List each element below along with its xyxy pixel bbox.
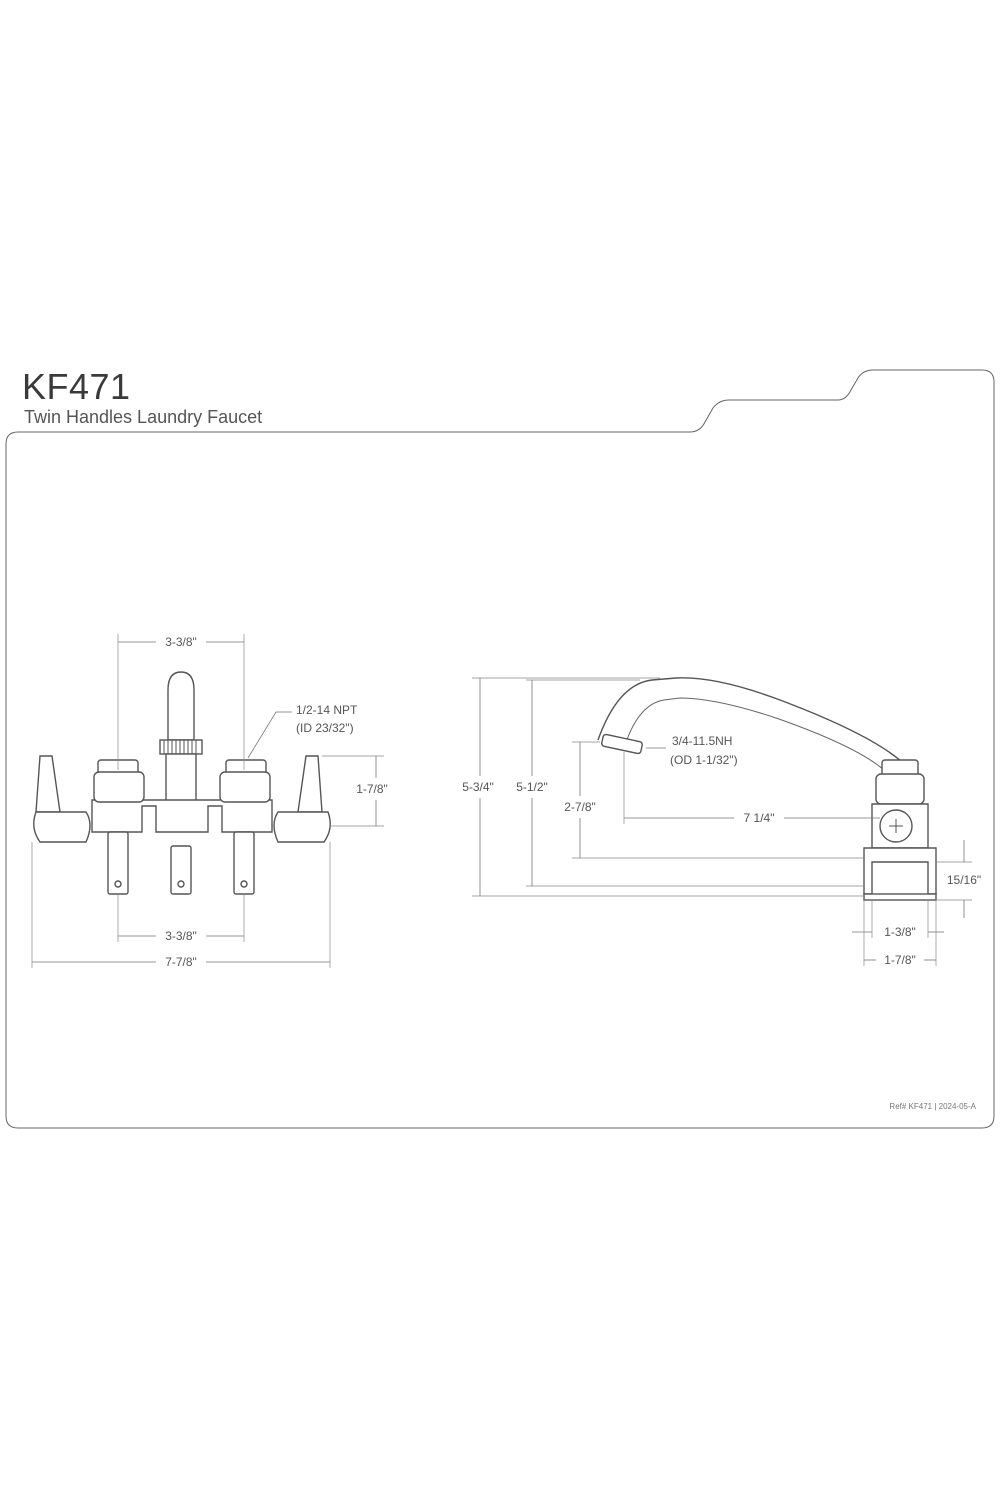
drawing-frame xyxy=(5,369,995,1129)
dim-outlet-height: 2-7/8" xyxy=(564,800,596,814)
front-right-handle xyxy=(297,755,323,813)
model-number: KF471 xyxy=(22,366,131,407)
front-right-nut xyxy=(219,771,271,803)
front-left-handle xyxy=(35,755,61,813)
dim-overall-width: 7-7/8" xyxy=(165,955,197,969)
side-mount-plate xyxy=(863,893,937,901)
inlet-thread-label-1: 1/2-14 NPT xyxy=(296,703,358,717)
dim-bottom-spacing: 3-3/8" xyxy=(165,929,197,943)
dim-mount-height: 15/16" xyxy=(947,873,981,887)
drawing-reference: Ref# KF471 | 2024-05-A xyxy=(889,1102,976,1111)
front-body xyxy=(91,799,273,833)
dim-spout-reach: 7 1/4" xyxy=(744,811,775,825)
front-spout xyxy=(167,671,195,741)
side-valve-nut xyxy=(875,773,925,805)
front-spout-neck xyxy=(165,753,197,803)
front-left-handle-knob xyxy=(33,811,91,843)
side-mount xyxy=(863,847,937,895)
front-lug-right-hole xyxy=(240,880,248,888)
front-lug-center xyxy=(170,845,192,895)
dim-body-depth: 1-3/8" xyxy=(884,925,916,939)
side-outlet-thread xyxy=(601,733,643,755)
dim-handle-height: 1-7/8" xyxy=(356,782,388,796)
front-lug-center-hole xyxy=(177,880,185,888)
side-view: 5-3/4" 5-1/2" 2-7/8" 7 1/4" 3/4-11.5NH (… xyxy=(462,677,981,967)
outlet-thread-label-2: (OD 1-1/32") xyxy=(670,753,738,767)
front-left-nut xyxy=(93,771,145,803)
dim-overall-depth: 1-7/8" xyxy=(884,953,916,967)
front-view: 3-3/8" 1/2-14 NPT (ID 23/32") 1-7/8" 3-3… xyxy=(31,634,388,969)
side-spout-inner xyxy=(623,697,885,771)
product-description: Twin Handles Laundry Faucet xyxy=(24,407,263,427)
dim-spout-height: 5-1/2" xyxy=(516,780,548,794)
inlet-thread-leader xyxy=(247,711,292,759)
front-thread-marks xyxy=(163,740,197,754)
dim-overall-height: 5-3/4" xyxy=(462,780,494,794)
inlet-thread-label-2: (ID 23/32") xyxy=(296,721,354,735)
outlet-thread-label-1: 3/4-11.5NH xyxy=(672,734,732,748)
side-spout-outer xyxy=(597,677,903,763)
front-right-handle-knob xyxy=(273,811,331,843)
dim-top-spacing: 3-3/8" xyxy=(165,635,197,649)
front-lug-left-hole xyxy=(114,880,122,888)
